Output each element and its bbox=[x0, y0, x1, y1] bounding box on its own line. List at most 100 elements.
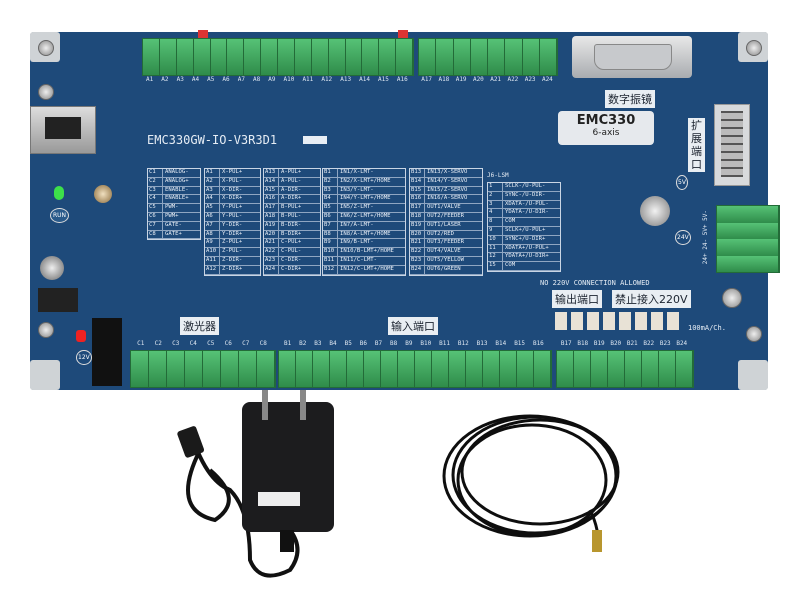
pin-label: B19 bbox=[593, 340, 605, 347]
terminal-screw bbox=[261, 39, 278, 75]
pin-id: 2 bbox=[488, 191, 503, 200]
pin-id: B9 bbox=[323, 239, 338, 248]
screw-icon bbox=[38, 84, 54, 100]
pin-function: B-PUL- bbox=[281, 212, 302, 219]
pin-function: PWM+ bbox=[165, 212, 179, 219]
pin-function: OUT2/RED bbox=[427, 230, 454, 237]
pin-id: 9 bbox=[488, 226, 503, 235]
pin-function: OUT3/FEEDER bbox=[427, 239, 465, 246]
power-jack[interactable] bbox=[38, 288, 78, 312]
pin-label: B3 bbox=[314, 340, 322, 347]
pin-function: C-PUL- bbox=[281, 248, 302, 255]
power-pin-labels: 24+ 24- 5V+ 5V- bbox=[702, 210, 709, 265]
pin-id: B7 bbox=[323, 221, 338, 230]
capacitor bbox=[40, 256, 64, 280]
terminal-screw bbox=[278, 39, 295, 75]
pin-id: A12 bbox=[205, 265, 220, 274]
pin-id: A24 bbox=[264, 265, 279, 274]
pin-function: Y-DIR- bbox=[222, 221, 243, 228]
pin-label: B14 bbox=[495, 340, 507, 347]
terminal-block-outputs[interactable] bbox=[556, 350, 694, 388]
pin-label: A6 bbox=[222, 76, 230, 83]
no-220v-warning: NO 220V CONNECTION ALLOWED bbox=[540, 279, 650, 287]
pin-id: A18 bbox=[264, 212, 279, 221]
pin-id: A8 bbox=[205, 230, 220, 239]
pin-id: A23 bbox=[264, 256, 279, 265]
pin-id: A16 bbox=[264, 195, 279, 204]
pin-function: B-PUL+ bbox=[281, 204, 302, 211]
pin-function: GATE- bbox=[165, 221, 182, 228]
pin-label: B15 bbox=[514, 340, 526, 347]
run-led-icon bbox=[54, 186, 64, 200]
pin-function: Y-DIR+ bbox=[222, 230, 243, 237]
idc-expansion-header[interactable] bbox=[714, 104, 750, 186]
power-terminal[interactable] bbox=[716, 205, 780, 273]
pin-id: A13 bbox=[264, 169, 279, 177]
pin-function: XDATA-/U-PUL- bbox=[505, 200, 549, 207]
pin-id: A17 bbox=[264, 204, 279, 212]
terminal-screw bbox=[432, 351, 449, 387]
pin-label: B5 bbox=[344, 340, 352, 347]
terminal-block-inputs[interactable] bbox=[278, 350, 552, 388]
pin-label: A17 bbox=[421, 76, 433, 83]
terminal-block-laser[interactable] bbox=[130, 350, 276, 388]
pin-label: B24 bbox=[676, 340, 688, 347]
pin-id: B8 bbox=[323, 230, 338, 239]
terminal-screw bbox=[279, 351, 296, 387]
terminal-block-a1-a16[interactable] bbox=[142, 38, 414, 76]
pin-label: C5 bbox=[207, 340, 215, 347]
terminal-screw bbox=[557, 351, 574, 387]
pin-function: OUT6/GREEN bbox=[427, 265, 461, 272]
pin-function: OUT4/VALVE bbox=[427, 248, 461, 255]
product-label: EMC330 6-axis bbox=[558, 111, 654, 145]
ethernet-port[interactable] bbox=[30, 106, 96, 154]
output-relays bbox=[555, 312, 683, 330]
pin-id: B24 bbox=[410, 265, 425, 274]
terminal-screw bbox=[193, 39, 211, 75]
terminal-block-a17-a24[interactable] bbox=[418, 38, 558, 76]
terminal-screw bbox=[203, 351, 221, 387]
pin-function: X-DIR- bbox=[222, 186, 243, 193]
screw-icon bbox=[38, 322, 54, 338]
terminal-screw bbox=[362, 39, 380, 75]
terminal-screw bbox=[574, 351, 591, 387]
5v-label: 5V bbox=[676, 175, 688, 190]
pin-id: B3 bbox=[323, 186, 338, 195]
terminal-screw bbox=[244, 39, 262, 75]
red-connector bbox=[198, 30, 208, 38]
pin-id: A20 bbox=[264, 230, 279, 239]
terminal-screw bbox=[381, 351, 398, 387]
terminal-screw bbox=[642, 351, 659, 387]
terminal-screw bbox=[294, 39, 312, 75]
pin-id: A22 bbox=[264, 248, 279, 256]
pin-function: Z-DIR+ bbox=[222, 265, 243, 272]
pin-label: A3 bbox=[176, 76, 184, 83]
pin-label: C8 bbox=[259, 340, 267, 347]
db15-galvo-connector[interactable] bbox=[572, 36, 692, 78]
pin-function: YDATA-/U-DIR- bbox=[505, 209, 549, 216]
pin-label: A14 bbox=[359, 76, 370, 83]
pin-label: B1 bbox=[283, 340, 292, 347]
pin-function: Y-PUL+ bbox=[222, 204, 243, 211]
terminal-screw bbox=[257, 351, 275, 387]
pin-label: B16 bbox=[532, 340, 544, 347]
